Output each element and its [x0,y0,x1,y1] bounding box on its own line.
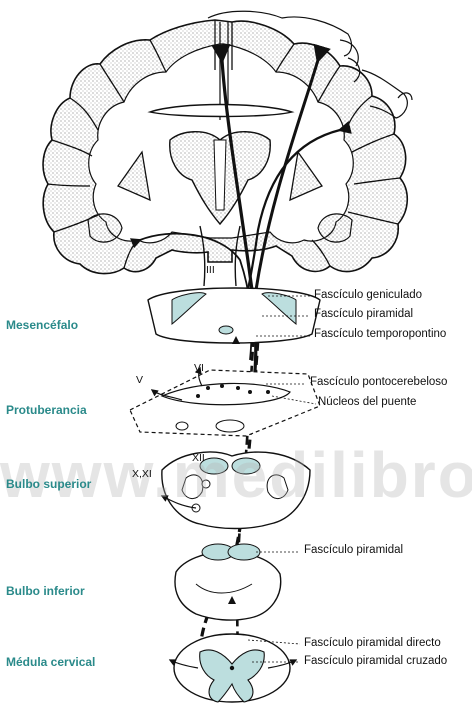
region-label-lower-medulla: Bulbo inferior [6,584,85,598]
label-temporopontine-tract: Fascículo temporopontino [314,328,446,340]
label-nerve-XII: XII [192,452,205,464]
temporal-lobe-right [318,214,352,242]
region-label-pons: Protuberancia [6,403,87,417]
label-nerve-III: III [206,264,215,276]
region-label-upper-medulla: Bulbo superior [6,477,91,491]
label-pontocerebellar-tract: Fascículo pontocerebeloso [310,376,447,388]
label-nerve-X-XI: X,XI [132,468,152,480]
region-label-cervical-cord: Médula cervical [6,655,95,669]
label-geniculate-tract: Fascículo geniculado [314,289,422,301]
cervical-cord-section [170,634,296,702]
watermark-text: www.medilibros.com [0,438,472,512]
temporal-lobe-left [88,214,122,242]
label-pontine-nuclei: Núcleos del puente [318,396,416,408]
region-label-mesencephalon: Mesencéfalo [6,318,78,332]
label-nerve-VI: VI [194,362,204,374]
label-pyramidal-tract-mid: Fascículo piramidal [304,544,403,556]
label-pyramidal-tract-crossed: Fascículo piramidal cruzado [304,655,447,667]
third-ventricle [214,140,226,210]
lower-medulla-section [175,544,281,620]
label-pyramidal-tract-direct: Fascículo piramidal directo [304,637,441,649]
label-pyramidal-tract-top: Fascículo piramidal [314,308,413,320]
label-nerve-V: V [136,374,143,386]
pons-section [130,368,320,436]
